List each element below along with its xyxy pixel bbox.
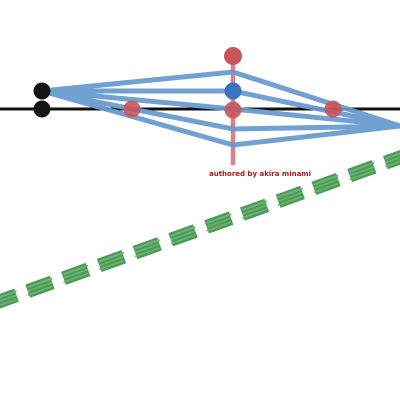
green-band-highlight bbox=[0, 160, 400, 306]
author-caption: authored by akira minami bbox=[209, 170, 311, 178]
black-node-upper bbox=[33, 82, 51, 100]
blue-ray bbox=[39, 88, 400, 132]
red-node-center bbox=[224, 101, 242, 119]
red-node-top bbox=[224, 47, 242, 65]
blue-node-center bbox=[224, 82, 242, 100]
blue-ray bbox=[39, 88, 400, 148]
green-dashed-band bbox=[0, 149, 400, 309]
red-node-right bbox=[324, 100, 342, 118]
black-node-lower bbox=[33, 100, 51, 118]
green-band-highlight bbox=[0, 152, 400, 299]
green-band-highlight bbox=[0, 156, 400, 302]
blue-ray bbox=[39, 69, 400, 129]
red-node-left bbox=[123, 100, 141, 118]
